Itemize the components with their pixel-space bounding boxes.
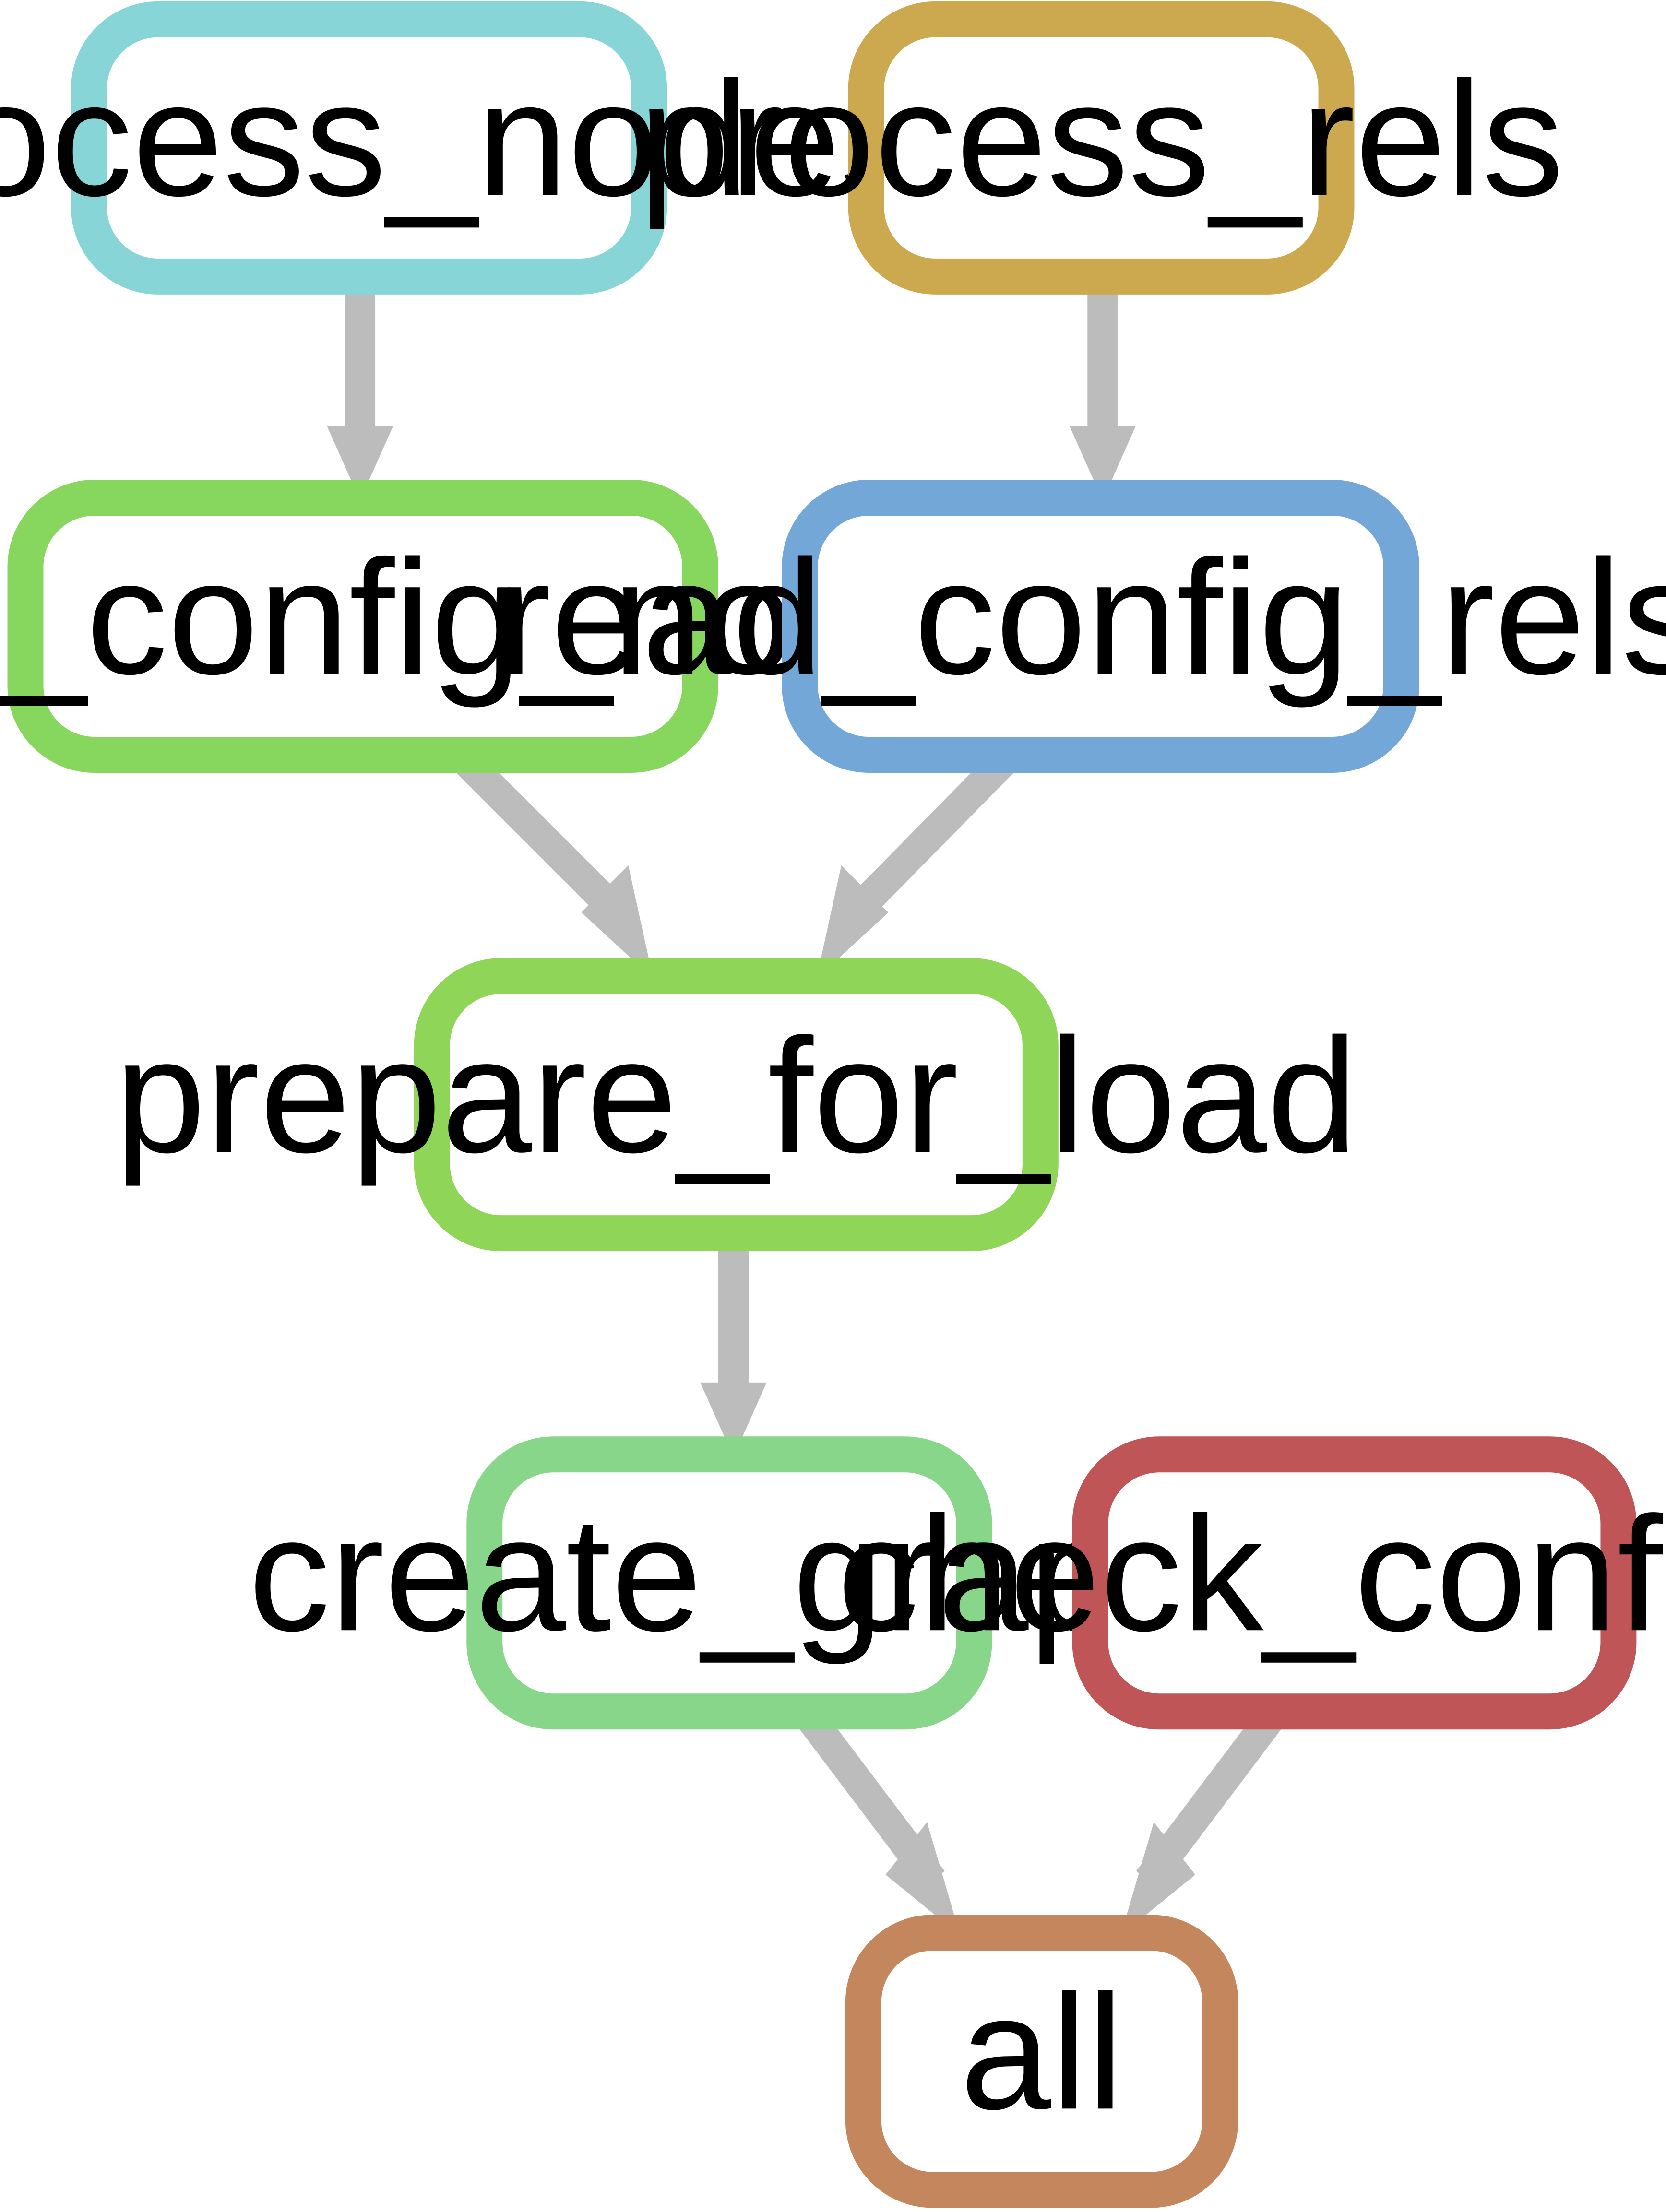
node-process_nodes[interactable]: process_nodes [0, 1, 922, 295]
node-prepare_for_load-label: prepare_for_load [115, 1005, 1357, 1187]
edge-create_graph-to-all [793, 1702, 961, 1936]
node-check_configs-shape[interactable] [1072, 1436, 1637, 1730]
node-read_config_rels-label: read_config_rels [497, 526, 1666, 709]
edge-read_config_nodes-to-prepare_for_load [449, 744, 654, 979]
edge-check_configs-to-all [1120, 1702, 1288, 1936]
node-check_configs[interactable]: check_configs [837, 1436, 1666, 1730]
node-read_config_nodes-shape[interactable] [7, 480, 718, 773]
node-prepare_for_load-shape[interactable] [414, 958, 1059, 1252]
edge-prepare_for_load-to-create_graph [700, 1233, 767, 1457]
node-process_rels[interactable]: process_rels [639, 1, 1564, 295]
node-check_configs-label: check_configs [837, 1483, 1666, 1666]
node-all-label: all [960, 1961, 1123, 2143]
edge-process_rels-to-read_config_rels [1069, 276, 1136, 501]
node-create_graph[interactable]: create_graph [249, 1436, 1210, 1730]
node-create_graph-shape[interactable] [466, 1436, 992, 1730]
node-all[interactable]: all [845, 1915, 1238, 2208]
edge-read_config_rels-to-prepare_for_load [816, 744, 1021, 979]
node-read_config_rels-shape[interactable] [782, 480, 1419, 773]
node-create_graph-label: create_graph [249, 1483, 1210, 1666]
node-process_rels-label: process_rels [639, 48, 1564, 231]
edge-process_nodes-to-read_config_nodes [327, 276, 393, 501]
node-process_nodes-label: process_nodes [0, 48, 922, 231]
node-process_rels-shape[interactable] [848, 1, 1355, 295]
node-read_config_rels[interactable]: read_config_rels [497, 480, 1666, 773]
edge-layer [327, 276, 1288, 1936]
node-prepare_for_load[interactable]: prepare_for_load [115, 958, 1357, 1252]
node-all-shape[interactable] [845, 1915, 1238, 2208]
node-process_nodes-shape[interactable] [71, 1, 667, 295]
